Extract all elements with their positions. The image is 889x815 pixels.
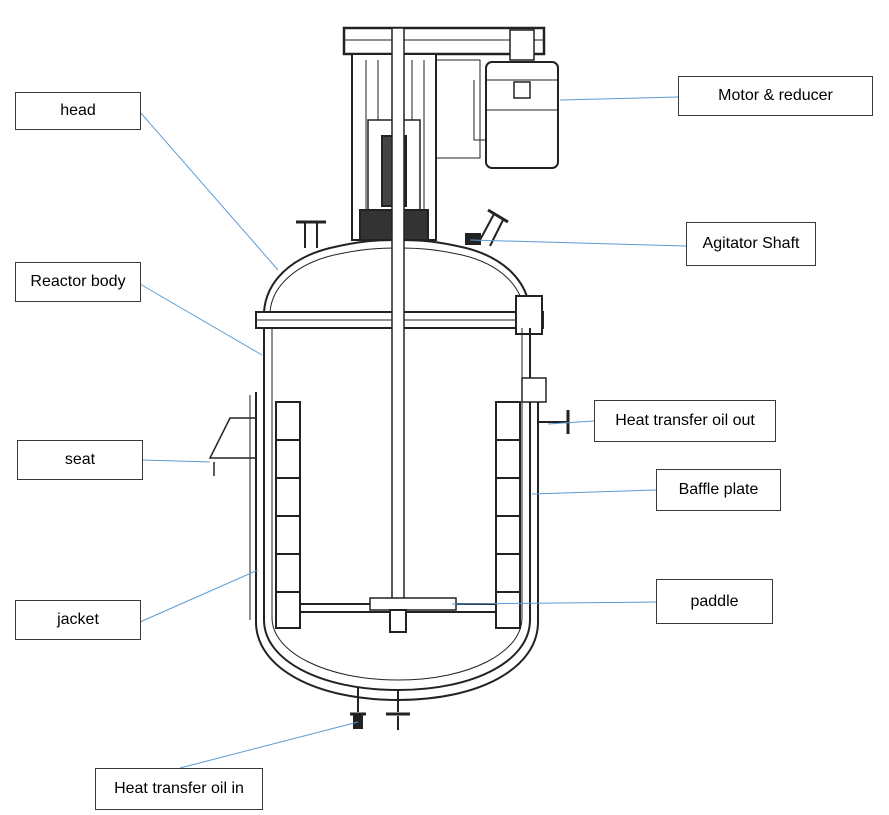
label-seat: seat xyxy=(17,440,143,480)
label-agitator-text: Agitator Shaft xyxy=(702,235,800,252)
leader-jacket xyxy=(139,569,259,623)
label-baffle-plate: Baffle plate xyxy=(656,469,781,511)
reactor-vessel xyxy=(208,26,570,730)
motor xyxy=(473,29,559,169)
baffle-right xyxy=(495,401,521,629)
label-baffle-text: Baffle plate xyxy=(678,481,759,498)
label-jacket-text: jacket xyxy=(57,611,99,628)
label-head-text: head xyxy=(60,102,96,119)
head-nozzle-left xyxy=(296,220,326,248)
label-reactor-body: Reactor body xyxy=(15,262,141,302)
leader-reactor-body xyxy=(139,283,263,356)
leader-motor xyxy=(559,96,679,101)
label-reactor-body-text: Reactor body xyxy=(30,273,126,290)
leader-heat-in xyxy=(179,721,359,769)
label-heat-transfer-oil-in: Heat transfer oil in xyxy=(95,768,263,810)
leader-agitator xyxy=(469,239,687,247)
baffle-left xyxy=(275,401,301,629)
label-jacket: jacket xyxy=(15,600,141,640)
label-agitator-shaft: Agitator Shaft xyxy=(686,222,816,266)
agitator-shaft xyxy=(391,27,405,629)
label-heat-in-text: Heat transfer oil in xyxy=(114,780,244,797)
label-paddle-text: paddle xyxy=(690,592,739,610)
label-motor-text: Motor & reducer xyxy=(718,87,833,104)
seat-bracket xyxy=(208,417,256,459)
leader-paddle xyxy=(451,601,657,605)
label-paddle: paddle xyxy=(656,579,773,624)
label-seat-text: seat xyxy=(64,451,96,468)
oil-out-nozzle xyxy=(521,377,570,434)
oil-in-nozzle xyxy=(350,688,410,730)
label-motor-reducer: Motor & reducer xyxy=(678,76,873,116)
label-head: head xyxy=(15,92,141,130)
leader-heat-out xyxy=(547,420,595,425)
leader-baffle xyxy=(531,489,657,495)
leader-head xyxy=(139,111,279,271)
paddle-blade xyxy=(299,597,497,633)
label-heat-out-text: Heat transfer oil out xyxy=(615,412,755,429)
leader-seat xyxy=(141,459,211,463)
head-nozzle-right xyxy=(465,208,509,247)
label-heat-transfer-oil-out: Heat transfer oil out xyxy=(594,400,776,442)
leader-lines xyxy=(139,96,687,769)
